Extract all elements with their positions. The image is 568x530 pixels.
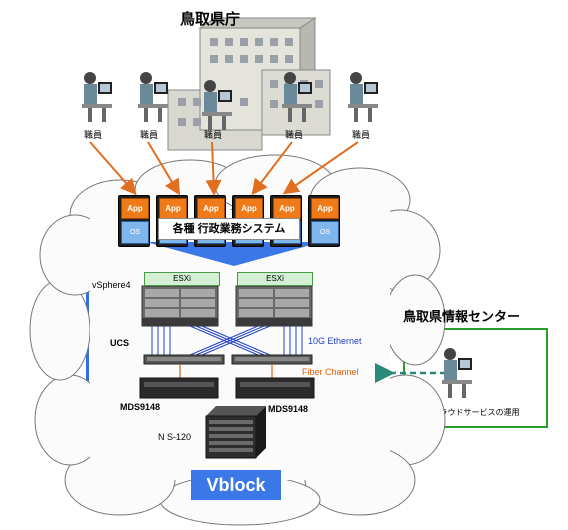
vm-app-label: App: [273, 198, 301, 219]
vsphere-label: vSphere4: [92, 280, 131, 290]
fabric-interconnect-right: [231, 354, 313, 365]
staff-label-5: 職員: [352, 130, 371, 140]
ns120-storage: [205, 406, 266, 459]
ethernet-label: 10G Ethernet: [308, 336, 362, 346]
ns120-label: N S-120: [158, 432, 192, 442]
prefecture-office-title: 鳥取県庁: [180, 11, 241, 28]
staff-figure-5: [348, 72, 378, 122]
vm-os-label: OS: [121, 221, 149, 244]
vm-app-label: App: [121, 198, 149, 219]
vm-app-label: App: [159, 198, 187, 219]
vm-app-label: App: [197, 198, 225, 219]
operator-figure: [442, 348, 472, 398]
staff-figure-2: [138, 72, 168, 122]
government-building: [167, 17, 331, 151]
ucs-chassis-left: [141, 285, 219, 327]
staff-label-3: 職員: [204, 130, 223, 140]
esxi-label-right: ESXi: [237, 272, 313, 286]
mds-switch-left: [139, 377, 219, 399]
ucs-chassis-right: [235, 285, 313, 327]
vm-6: App OS: [308, 195, 340, 247]
esxi-label-left: ESXi: [144, 272, 220, 286]
vm-app-label: App: [235, 198, 263, 219]
mds-switch-right: [235, 377, 315, 399]
vm-app-label: App: [311, 198, 339, 219]
staff-figure-4: [282, 72, 312, 122]
access-arrows: [89, 141, 359, 196]
ethernet-links: [151, 325, 303, 356]
fiber-links: [179, 364, 273, 378]
fiber-channel-label: Fiber Channel: [302, 367, 359, 377]
system-to-vblock-arrow: [146, 242, 322, 266]
staff-figure-3: [202, 80, 232, 130]
ucs-label: UCS: [110, 338, 130, 348]
mds-left-label: MDS9148: [120, 402, 161, 412]
mds-right-label: MDS9148: [268, 404, 309, 414]
info-center-title: 鳥取県情報センター: [403, 309, 521, 324]
staff-figure-1: [82, 72, 112, 122]
fabric-interconnect-left: [143, 354, 225, 365]
vm-os-label: OS: [311, 221, 339, 244]
administrative-systems-label: 各種 行政業務システム: [158, 218, 300, 240]
staff-label-2: 職員: [140, 130, 159, 140]
vm-1: App OS: [118, 195, 150, 247]
vblock-label: Vblock: [191, 470, 281, 500]
staff-label-4: 職員: [285, 130, 304, 140]
staff-label-1: 職員: [84, 130, 103, 140]
